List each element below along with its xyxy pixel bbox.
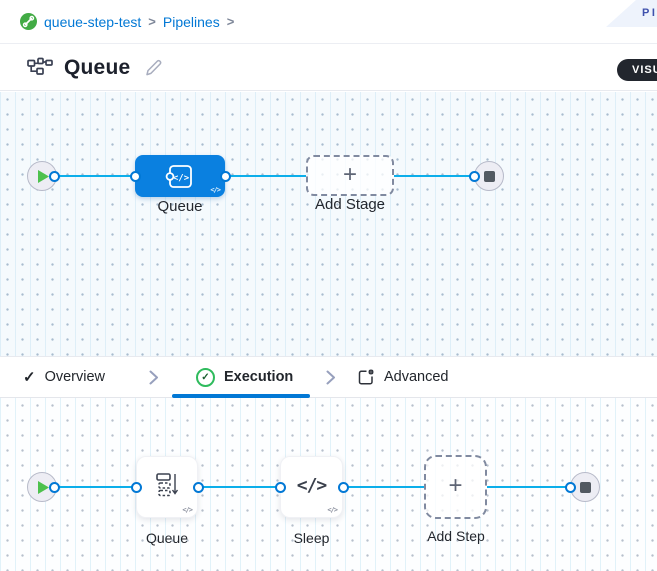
connector-port xyxy=(274,481,286,493)
tab-overview[interactable]: ✓ Overview xyxy=(23,357,105,397)
code-badge-icon: </> xyxy=(327,506,338,514)
edit-pencil-icon[interactable] xyxy=(142,56,165,79)
active-tab-underline xyxy=(172,394,310,398)
breadcrumb: queue-step-test > Pipelines > xyxy=(0,0,657,44)
chevron-right-icon xyxy=(326,370,336,390)
chevron-right-icon xyxy=(149,370,159,390)
execution-graph-canvas[interactable]: </> Queue </> </> Sleep + Add Step xyxy=(0,398,657,571)
breadcrumb-separator: > xyxy=(148,14,156,29)
add-stage-button[interactable]: + xyxy=(306,155,394,196)
code-badge-icon: </> xyxy=(182,506,193,514)
step-node-queue[interactable]: </> xyxy=(136,456,198,518)
connector-port xyxy=(130,481,142,493)
pipeline-flowchart-icon xyxy=(27,57,53,79)
check-glyph: ✓ xyxy=(201,371,210,383)
visual-yaml-toggle[interactable]: VISUAL xyxy=(617,59,657,81)
step-label: Queue xyxy=(145,530,189,546)
add-step-label: Add Step xyxy=(427,528,485,544)
plus-icon: + xyxy=(448,472,463,499)
breadcrumb-separator: > xyxy=(226,14,235,29)
check-icon: ✓ xyxy=(23,369,36,386)
add-stage-label: Add Stage xyxy=(314,196,386,213)
success-check-icon: ✓ xyxy=(196,367,215,387)
play-icon xyxy=(37,480,49,494)
pipeline-title-bar: Queue xyxy=(0,45,657,91)
tab-overview-label: Overview xyxy=(44,369,106,385)
step-edge xyxy=(487,486,570,488)
step-edge xyxy=(343,486,424,488)
execution-end-node xyxy=(570,472,600,502)
step-edge xyxy=(198,486,280,488)
execution-start-node xyxy=(27,472,57,502)
stage-edge xyxy=(52,175,135,177)
harness-logo-icon[interactable] xyxy=(20,13,37,30)
step-edge xyxy=(52,486,136,488)
tab-execution[interactable]: ✓ Execution xyxy=(196,357,293,397)
page-title: Queue xyxy=(64,55,131,79)
breadcrumb-pipelines-link[interactable]: Pipelines xyxy=(162,13,220,30)
connector-port xyxy=(48,170,60,182)
tab-execution-label: Execution xyxy=(224,369,294,385)
stage-config-tabs: ✓ Overview ✓ Execution Advanced xyxy=(0,356,657,398)
connector-port xyxy=(468,170,480,182)
connector-port xyxy=(129,170,141,182)
queue-step-icon xyxy=(154,472,180,498)
connector-port xyxy=(48,481,60,493)
stage-edge xyxy=(394,175,474,177)
stage-edge xyxy=(225,175,306,177)
add-step-button[interactable]: + xyxy=(424,455,487,519)
stage-graph-canvas[interactable]: </> </> Queue + Add Stage xyxy=(0,92,657,356)
stage-label: Queue xyxy=(157,198,203,215)
connector-port xyxy=(192,481,204,493)
custom-stage-icon: </> xyxy=(165,163,195,190)
tab-advanced-label: Advanced xyxy=(384,369,449,385)
stop-icon xyxy=(579,481,591,493)
breadcrumb-project-link[interactable]: queue-step-test xyxy=(44,13,142,30)
code-step-icon: </> xyxy=(296,474,327,496)
connector-port xyxy=(219,170,231,182)
step-label: Sleep xyxy=(293,530,330,546)
svg-text:</>: </> xyxy=(173,173,190,183)
advanced-settings-icon xyxy=(357,368,375,386)
stage-node-queue[interactable]: </> </> xyxy=(135,155,225,197)
connector-port xyxy=(337,481,349,493)
step-node-sleep[interactable]: </> </> xyxy=(280,456,343,518)
tab-advanced[interactable]: Advanced xyxy=(357,357,449,397)
stop-icon xyxy=(483,170,495,182)
code-badge-icon: </> xyxy=(210,186,221,194)
plus-icon: + xyxy=(342,160,357,188)
play-icon xyxy=(37,169,49,183)
connector-port xyxy=(564,481,576,493)
